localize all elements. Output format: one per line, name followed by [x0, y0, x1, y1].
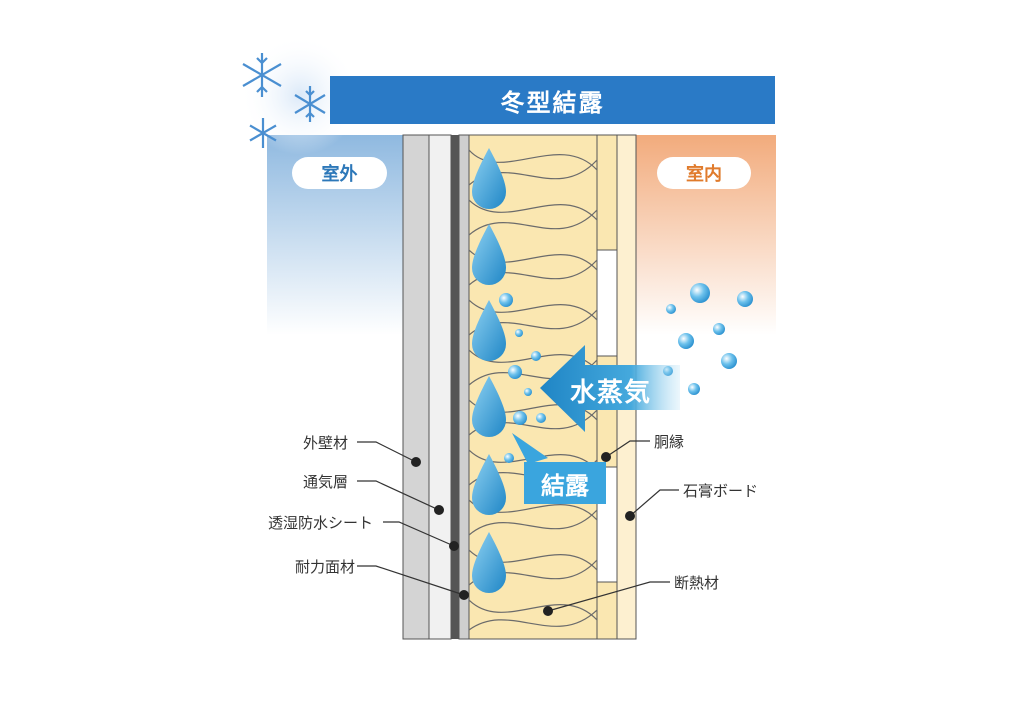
page-title: 冬型結露	[330, 76, 775, 124]
furring-gap	[596, 249, 618, 357]
label-structural-panel: 耐力面材	[295, 558, 356, 576]
label-furring-strip: 胴縁	[654, 433, 685, 451]
vapor-bubbles	[499, 283, 753, 463]
vapor-arrow	[540, 345, 680, 432]
label-insulation: 断熱材	[674, 574, 720, 592]
condensation-droplets	[472, 148, 506, 593]
label-ventilation-layer: 通気層	[303, 473, 349, 491]
water-drop-icon	[472, 532, 506, 593]
snow-glow	[240, 35, 360, 155]
label-moisture-sheet: 透湿防水シート	[268, 514, 374, 532]
water-drop-icon	[472, 224, 506, 285]
condensation-badge: 結露	[524, 462, 606, 504]
water-drop-icon	[472, 300, 506, 361]
snowflake-icon	[242, 53, 326, 148]
ventilation-layer	[428, 134, 452, 640]
label-gypsum-board: 石膏ボード	[683, 482, 759, 500]
water-drop-icon	[472, 376, 506, 437]
water-drop-icon	[472, 148, 506, 209]
water-drop-icon	[472, 454, 506, 515]
vapor-label: 水蒸気	[570, 378, 652, 408]
structural-panel	[458, 134, 470, 640]
exterior-siding	[402, 134, 430, 640]
leader-lines	[357, 440, 679, 612]
condensation-pointer	[512, 433, 548, 464]
outdoor-label: 室外	[292, 157, 387, 189]
label-exterior-siding: 外壁材	[303, 434, 349, 452]
leader-dots	[411, 452, 635, 616]
moisture-sheet	[451, 135, 459, 639]
indoor-label: 室内	[657, 157, 751, 189]
